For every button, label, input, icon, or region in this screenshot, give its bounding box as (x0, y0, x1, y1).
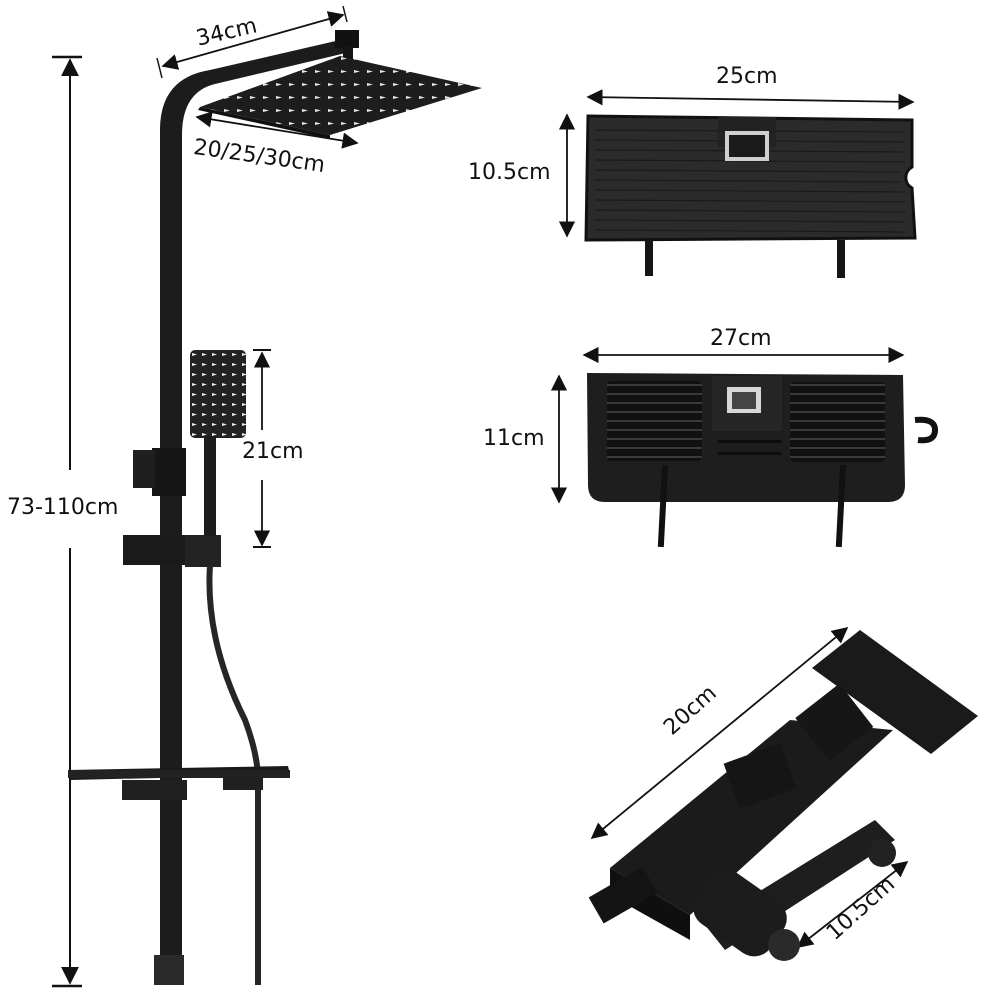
height-dimension-line (52, 55, 82, 988)
flat-shelf-width-label: 25cm (716, 64, 778, 89)
head-dimension-line (195, 111, 359, 149)
overall-height-label: 73-110cm (7, 495, 119, 520)
flat-shelf (584, 114, 917, 278)
mixer-length-line (590, 626, 849, 840)
diverter-bracket (133, 448, 186, 496)
basket-shelf-width-label: 27cm (710, 326, 772, 351)
mixer-valve (588, 630, 978, 961)
mixer-spout-line (796, 861, 909, 948)
hand-shower-holder (123, 535, 221, 567)
basket-shelf-depth-label: 11cm (483, 426, 545, 451)
hand-shower (190, 350, 246, 536)
column-shelf (68, 766, 290, 800)
hand-shower-dimension-line (253, 349, 271, 548)
flat-shelf-depth-label: 10.5cm (468, 160, 551, 185)
arm-dimension-line (156, 5, 348, 79)
hand-shower-length-label: 21cm (242, 439, 304, 464)
flat-shelf-width-line (586, 89, 915, 110)
basket-shelf (587, 373, 939, 548)
